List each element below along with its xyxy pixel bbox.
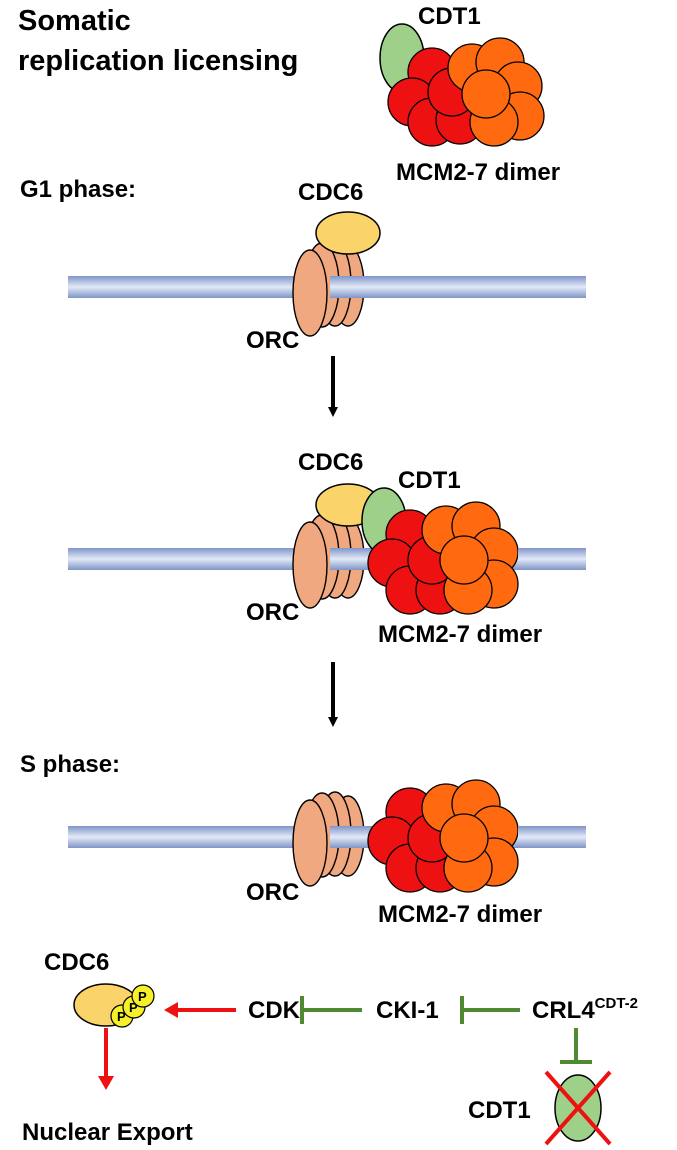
orc-label-1: ORC	[246, 327, 299, 354]
cdk-label: CDK	[248, 997, 301, 1024]
phospho-label-2: P	[129, 1000, 138, 1015]
g1-phase-label: G1 phase:	[20, 176, 136, 203]
s-phase-label: S phase:	[20, 751, 120, 778]
mcm-label-top: MCM2-7 dimer	[396, 159, 560, 186]
licensed-origin: CDC6 CDT1 ORC MCM2-7 dimer	[68, 449, 586, 648]
orc-label-3: ORC	[246, 879, 299, 906]
cdt1-label-top: CDT1	[418, 3, 481, 30]
crl4-label: CRL4CDT-2	[532, 995, 638, 1024]
degradation-cross-2	[544, 1070, 612, 1146]
crl4-superscript: CDT-2	[595, 995, 638, 1012]
free-mcm-complex: CDT1 MCM2-7 dimer	[379, 3, 560, 186]
phospho-label-3: P	[138, 989, 147, 1004]
cdc6-label-bottom: CDC6	[44, 949, 109, 976]
mcm-label-2: MCM2-7 dimer	[378, 621, 542, 648]
mcm-label-3: MCM2-7 dimer	[378, 901, 542, 928]
cdc6-protein-1	[315, 211, 381, 255]
cdt1-label-bottom: CDT1	[468, 1097, 531, 1124]
cdc6-label-1: CDC6	[298, 179, 363, 206]
title-line-1: Somatic	[18, 5, 131, 37]
s-phase-origin: ORC MCM2-7 dimer	[68, 779, 586, 928]
regulatory-pathway: CDC6 P P P Nuclear Export CDK CKI-1 CRL4	[22, 949, 638, 1146]
mcm-hexamer-dimer	[387, 37, 545, 147]
phospho-label-1: P	[117, 1009, 126, 1024]
phosphorylation-arrowhead	[164, 1002, 178, 1018]
phospho-group-3: P	[131, 984, 155, 1008]
cdc6-label-2: CDC6	[298, 449, 363, 476]
g1-origin: CDC6 ORC	[68, 179, 586, 354]
mcm-hexamer-dimer-3	[367, 779, 519, 893]
mcm-hexamer-dimer-2	[367, 501, 519, 615]
nuclear-export-label: Nuclear Export	[22, 1119, 193, 1146]
title-line-2: replication licensing	[18, 45, 298, 77]
orc-label-2: ORC	[246, 599, 299, 626]
cdt1-label-2: CDT1	[398, 467, 461, 494]
crl4-main: CRL4	[532, 997, 595, 1024]
export-arrowhead	[98, 1076, 114, 1090]
cki-label: CKI-1	[376, 997, 439, 1024]
